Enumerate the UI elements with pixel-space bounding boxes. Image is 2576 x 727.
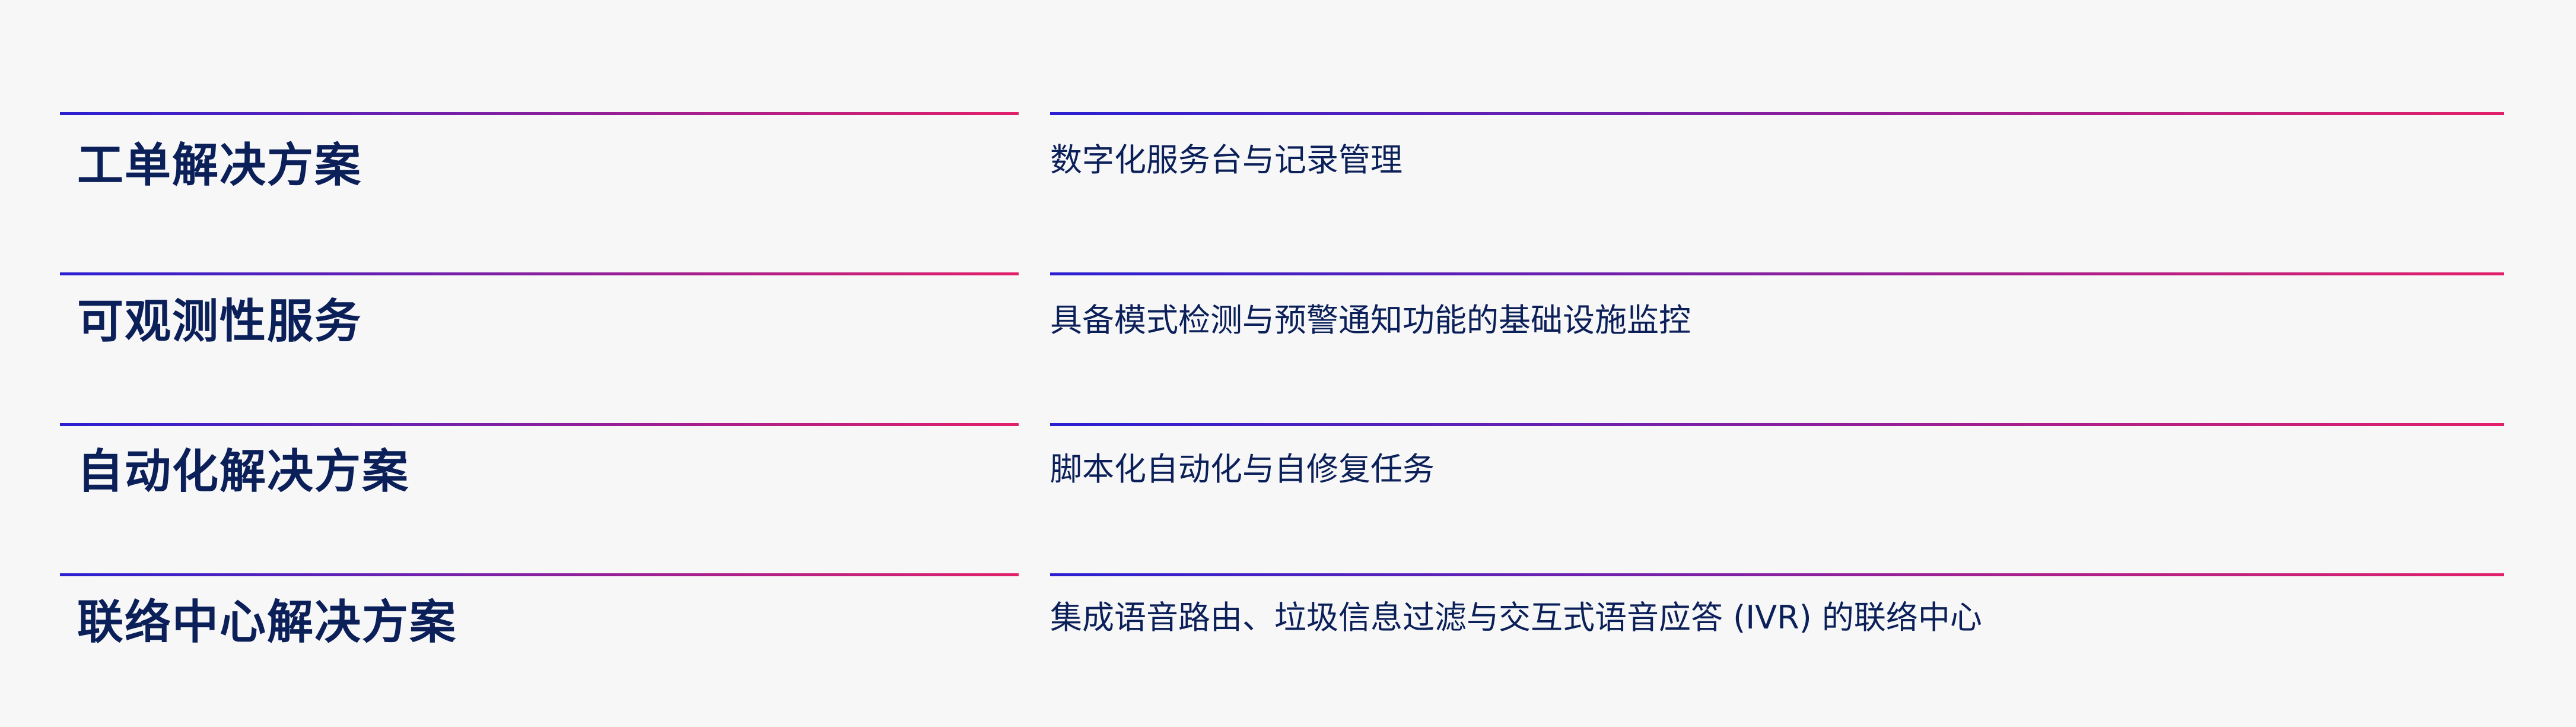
divider-line bbox=[1050, 272, 2504, 275]
solution-title: 联络中心解决方案 bbox=[77, 596, 457, 649]
solution-title: 可观测性服务 bbox=[77, 295, 362, 348]
divider-line bbox=[1050, 423, 2504, 426]
solution-description: 具备模式检测与预警通知功能的基础设施监控 bbox=[1050, 301, 1691, 339]
solution-title: 自动化解决方案 bbox=[77, 445, 410, 499]
solution-description: 脚本化自动化与自修复任务 bbox=[1050, 450, 1435, 488]
solution-description: 集成语音路由、垃圾信息过滤与交互式语音应答 (IVR) 的联络中心 bbox=[1050, 599, 1982, 636]
divider-line bbox=[60, 423, 1019, 426]
divider-line bbox=[60, 272, 1019, 275]
solution-title: 工单解决方案 bbox=[77, 139, 362, 192]
divider-line bbox=[1050, 112, 2504, 115]
divider-line bbox=[1050, 573, 2504, 576]
solution-description: 数字化服务台与记录管理 bbox=[1050, 141, 1403, 179]
divider-line bbox=[60, 573, 1019, 576]
divider-line bbox=[60, 112, 1019, 115]
